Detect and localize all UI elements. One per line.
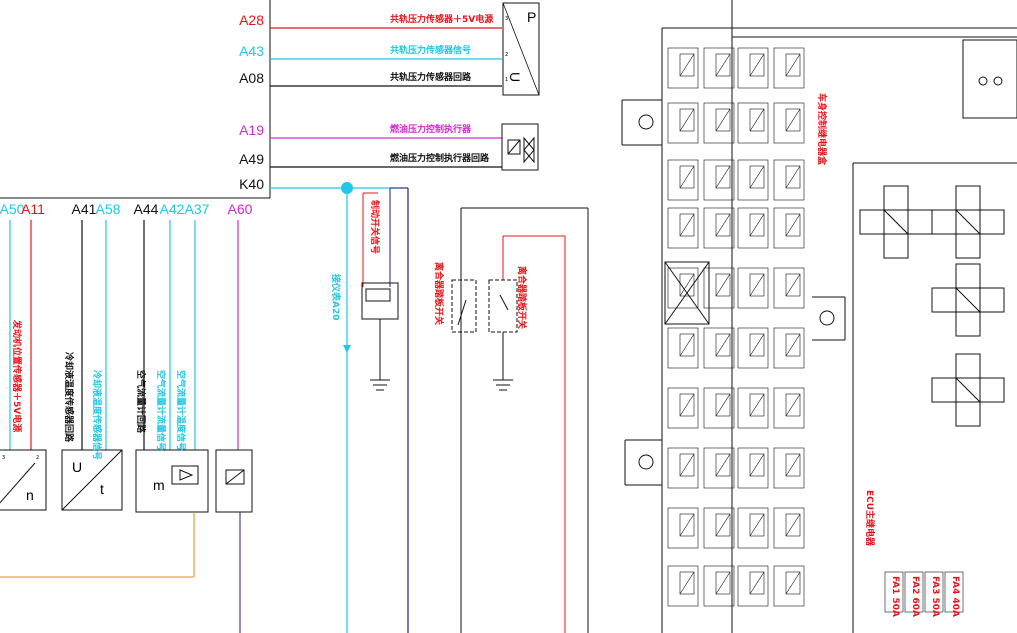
svg-text:1: 1 — [505, 77, 508, 83]
clutch-switch-block — [451, 207, 589, 633]
svg-text:2: 2 — [36, 455, 39, 461]
brake-switch-label: 制动开关信号 — [369, 200, 381, 254]
clutch-right-label: 离合器踏板开关 — [516, 266, 528, 329]
fuse-label: FA4 40A — [950, 576, 960, 617]
air-meter-label: 空气流量计回路 — [135, 370, 147, 434]
coolant-temp-sensor: U t — [61, 449, 123, 511]
clutch-left-label: 离合器踏板开关 — [433, 262, 445, 325]
sensor-p-letter: P — [527, 9, 536, 25]
svg-text:3: 3 — [2, 455, 5, 461]
relay-box-panel — [621, 0, 1017, 633]
fuse-label: FA1 50A — [890, 576, 900, 617]
wire-label-a08: 共轨压力传感器回路 — [390, 71, 472, 83]
pin-a11: A11 — [21, 201, 45, 217]
air-flow-meter: m — [0, 449, 209, 578]
pin-a50: A50 — [0, 201, 25, 217]
ecu-relay-label: ECU主继电器 — [864, 490, 876, 547]
wire-label-a28: 共轨压力传感器＋5V电源 — [390, 13, 493, 25]
air-signal1-label: 空气流量计流量信号 — [155, 370, 167, 451]
sensor-u-letter: U — [507, 72, 523, 82]
air-signal2-label: 空气流量计温度信号 — [175, 370, 187, 451]
coolant-signal-label: 冷却液温度传感器信号 — [91, 370, 103, 460]
fuel-pressure-actuator — [501, 123, 539, 171]
fuse-label: FA2 60A — [910, 576, 920, 617]
pin-a19: A19 — [239, 122, 264, 138]
fuse-labels: FA1 50A FA2 60A FA3 50A FA4 40A — [884, 571, 964, 617]
relay-title-label: 车身控制继电器盒 — [816, 93, 828, 166]
sensor-n-letter: n — [26, 487, 34, 503]
to-a20-label: 接仪表A20 — [330, 274, 342, 321]
pin-a43: A43 — [239, 43, 264, 59]
pedal-position-sensor: n 3 2 — [0, 449, 47, 511]
a60-actuator — [215, 449, 253, 633]
pedal-5v-label: 发动机位置传感器＋5V电源 — [11, 319, 23, 432]
ecu-right-pins: A28 共轨压力传感器＋5V电源 A43 共轨压力传感器信号 A08 共轨压力传感器回路 A… — [239, 12, 502, 192]
pin-a44: A44 — [134, 201, 159, 217]
wire-label-a19: 燃油压力控制执行器 — [390, 123, 472, 135]
pin-a28: A28 — [239, 12, 264, 28]
pin-a49: A49 — [239, 151, 264, 167]
pin-a58: A58 — [96, 201, 121, 217]
pin-a41: A41 — [72, 201, 97, 217]
coolant-u-letter: U — [72, 459, 82, 475]
fuse-label: FA3 50A — [930, 576, 940, 617]
pin-k40: K40 — [239, 176, 264, 192]
relay-grid — [667, 47, 805, 607]
pin-a42: A42 — [160, 201, 185, 217]
relay-cross-symbols — [664, 185, 1005, 427]
svg-text:3: 3 — [505, 16, 508, 22]
wire-label-a49: 燃油压力控制执行器回路 — [390, 152, 490, 164]
pin-a60: A60 — [228, 201, 253, 217]
air-m-letter: m — [153, 477, 165, 493]
vertical-labels: 发动机位置传感器＋5V电源 冷却液温度传感器回路 冷却液温度传感器信号 空气流量… — [11, 93, 828, 460]
svg-text:2: 2 — [505, 52, 508, 58]
coolant-t-letter: t — [100, 481, 104, 497]
wire-label-a43: 共轨压力传感器信号 — [390, 44, 471, 56]
coolant-return-label: 冷却液温度传感器回路 — [63, 352, 75, 443]
pin-a37: A37 — [185, 201, 210, 217]
rail-pressure-sensor: P U 3 2 1 — [502, 2, 540, 96]
pin-a08: A08 — [239, 70, 264, 86]
k40-circuit — [270, 182, 409, 633]
